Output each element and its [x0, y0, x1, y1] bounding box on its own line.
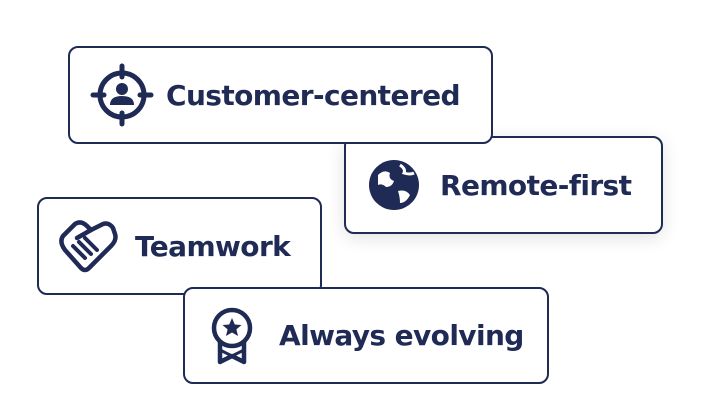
card-label: Always evolving — [279, 319, 524, 352]
handshake-icon — [59, 220, 118, 273]
value-card-teamwork: Teamwork — [37, 197, 322, 295]
globe-icon — [369, 160, 419, 210]
value-card-remote-first: Remote-first — [344, 136, 663, 234]
value-card-always-evolving: Always evolving — [183, 287, 549, 384]
card-label: Remote-first — [440, 168, 632, 202]
card-label: Teamwork — [135, 229, 291, 263]
target-user-icon — [90, 63, 154, 127]
award-badge-icon — [211, 307, 253, 364]
card-label: Customer-centered — [166, 78, 461, 112]
value-card-customer-centered: Customer-centered — [68, 46, 493, 144]
